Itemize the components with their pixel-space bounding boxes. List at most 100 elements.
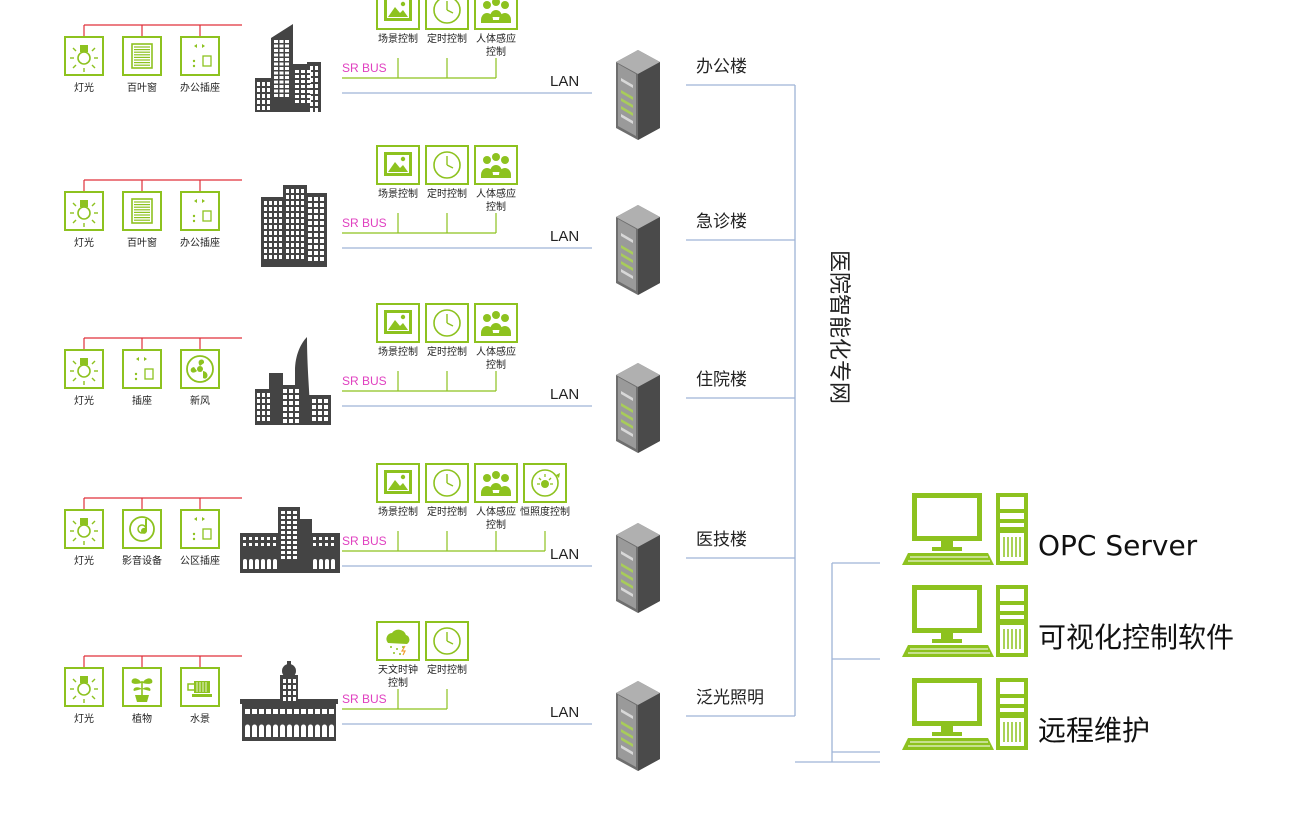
control-label: 定时控制 — [427, 345, 467, 358]
device-label: 灯光 — [74, 394, 94, 407]
row-3: 灯光 插座 新风 场景控制定时控制人体感应控制 SR BUS LAN 住院楼 — [64, 303, 795, 453]
control-label: 控制 — [486, 200, 506, 213]
scene-icon — [376, 303, 420, 343]
row-1: 灯光 百叶窗 办公插座 场景控制定时控制人体感应控制 SR BUS LAN 办公楼 — [64, 0, 795, 140]
control-label: 场景控制 — [378, 505, 418, 518]
sr-bus-label: SR BUS — [342, 61, 387, 75]
people-icon — [474, 303, 518, 343]
client-label: 可视化控制软件 — [1038, 621, 1234, 654]
server-icon — [616, 681, 660, 771]
lan-label: LAN — [550, 386, 579, 403]
device-label: 灯光 — [74, 712, 94, 725]
control-label: 定时控制 — [427, 663, 467, 676]
device-label: 植物 — [132, 712, 152, 725]
people-icon — [474, 145, 518, 185]
people-icon — [474, 463, 518, 503]
lamp-icon — [64, 349, 104, 389]
sr-bus-label: SR BUS — [342, 534, 387, 548]
building-icon — [240, 661, 338, 741]
lamp-icon — [64, 36, 104, 76]
control-label: 控制 — [486, 358, 506, 371]
client-label: 远程维护 — [1038, 714, 1150, 747]
sr-bus-label: SR BUS — [342, 374, 387, 388]
control-label: 定时控制 — [427, 187, 467, 200]
device-label: 百叶窗 — [127, 236, 157, 249]
building-icon — [261, 185, 327, 267]
clock-icon — [425, 621, 469, 661]
plant-icon — [122, 667, 162, 707]
server-icon — [616, 523, 660, 613]
client-label: OPC Server — [1038, 529, 1198, 562]
row-2: 灯光 百叶窗 办公插座 场景控制定时控制人体感应控制 SR BUS LAN 急诊楼 — [64, 145, 795, 295]
illuminance-icon — [523, 463, 567, 503]
fan-icon — [180, 349, 220, 389]
building-name: 急诊楼 — [696, 212, 747, 232]
clock-icon — [425, 303, 469, 343]
control-label: 恒照度控制 — [520, 505, 570, 518]
control-label: 场景控制 — [378, 32, 418, 45]
building-name: 办公楼 — [696, 57, 747, 77]
device-label: 新风 — [190, 394, 210, 407]
clock-icon — [425, 0, 469, 30]
clock-icon — [425, 145, 469, 185]
building-name: 医技楼 — [696, 530, 747, 550]
control-label: 天文时钟 — [378, 663, 418, 676]
socket-icon — [180, 191, 220, 231]
building-name: 住院楼 — [696, 370, 747, 390]
scene-icon — [376, 463, 420, 503]
weather-icon — [376, 621, 420, 661]
lan-label: LAN — [550, 704, 579, 721]
socket-icon — [180, 509, 220, 549]
building-icon — [255, 337, 331, 425]
socket-icon — [180, 36, 220, 76]
computer-icon — [901, 584, 1029, 658]
building-name: 泛光照明 — [696, 688, 764, 708]
control-label: 控制 — [388, 676, 408, 689]
lan-label: LAN — [550, 546, 579, 563]
device-label: 水景 — [190, 713, 210, 725]
control-label: 场景控制 — [378, 187, 418, 200]
device-label: 插座 — [132, 394, 152, 407]
sr-bus-label: SR BUS — [342, 692, 387, 706]
scene-icon — [376, 0, 420, 30]
control-label: 控制 — [486, 45, 506, 58]
disc-icon — [122, 509, 162, 549]
computer-icon — [901, 677, 1029, 751]
building-icon — [240, 507, 340, 573]
building-icon — [255, 24, 321, 112]
server-icon — [616, 50, 660, 140]
people-icon — [474, 0, 518, 30]
clock-icon — [425, 463, 469, 503]
control-label: 人体感应 — [476, 187, 516, 200]
control-label: 场景控制 — [378, 345, 418, 358]
device-label: 公区插座 — [180, 554, 220, 567]
control-label: 人体感应 — [476, 505, 516, 518]
control-label: 控制 — [486, 518, 506, 531]
control-label: 人体感应 — [476, 32, 516, 45]
server-icon — [616, 205, 660, 295]
server-icon — [616, 363, 660, 453]
lan-label: LAN — [550, 73, 579, 90]
control-label: 定时控制 — [427, 505, 467, 518]
network-label: 医院智能化专网 — [826, 250, 851, 404]
socket-icon — [122, 349, 162, 389]
network-label-group: 医院智能化专网 — [826, 250, 851, 404]
device-label: 办公插座 — [180, 81, 220, 94]
sr-bus-label: SR BUS — [342, 216, 387, 230]
device-label: 灯光 — [74, 236, 94, 249]
device-label: 办公插座 — [180, 236, 220, 249]
lamp-icon — [64, 509, 104, 549]
computer-icon — [901, 492, 1029, 566]
row-4: 灯光影音设备公区插座场景控制定时控制人体感应控制恒照度控制SR BUSLAN医技… — [64, 463, 795, 613]
lan-label: LAN — [550, 228, 579, 245]
blinds-icon — [122, 36, 162, 76]
lamp-icon — [64, 191, 104, 231]
device-label: 百叶窗 — [127, 81, 157, 94]
blinds-icon — [122, 191, 162, 231]
control-label: 人体感应 — [476, 345, 516, 358]
device-label: 灯光 — [74, 81, 94, 94]
control-label: 定时控制 — [427, 32, 467, 45]
scene-icon — [376, 145, 420, 185]
